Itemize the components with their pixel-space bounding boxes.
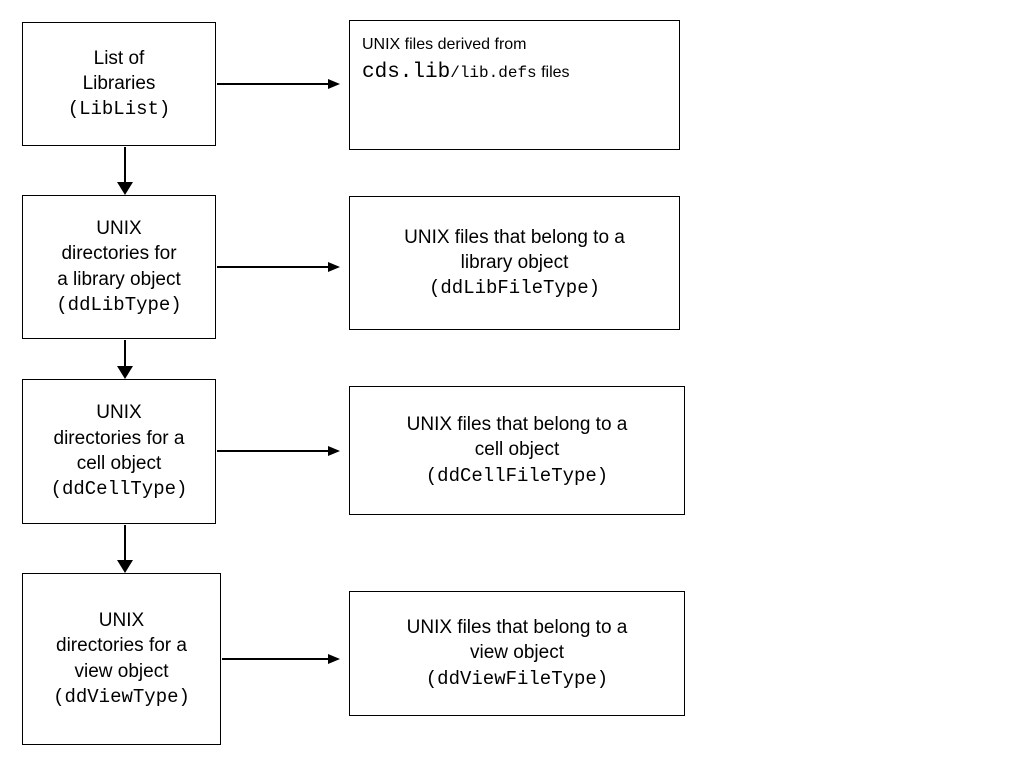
ddcelltype-line2: directories for a <box>53 427 185 449</box>
ddcelltype-line4: (ddCellType) <box>50 478 188 501</box>
ddlibfiletype-line2: library object <box>460 251 569 273</box>
ddviewfiletype-line3: (ddViewFileType) <box>425 667 609 690</box>
liblist-line2: Libraries <box>82 72 156 94</box>
node-ddcelltype: UNIX directories for a cell object (ddCe… <box>22 379 216 524</box>
node-ddviewfiletype-text: UNIX files that belong to a view object … <box>401 615 634 692</box>
node-ddlibtype: UNIX directories for a library object (d… <box>22 195 216 339</box>
node-ddviewtype: UNIX directories for a view object (ddVi… <box>22 573 221 745</box>
ddviewtype-line1: UNIX <box>98 609 145 631</box>
ddcellfiletype-line1: UNIX files that belong to a <box>406 414 628 436</box>
note-separator: / <box>450 64 460 82</box>
ddviewfiletype-line1: UNIX files that belong to a <box>406 617 628 639</box>
arrowhead-down-2 <box>117 366 133 379</box>
ddlibtype-line2: directories for <box>61 243 177 265</box>
ddviewtype-line2: directories for a <box>56 635 187 657</box>
node-ddlibtype-text: UNIX directories for a library object (d… <box>50 216 187 318</box>
ddlibfiletype-line3: (ddLibFileType) <box>428 277 601 300</box>
liblist-line3: (LibList) <box>67 98 171 121</box>
note-mono-cdslib: cds.lib <box>362 61 451 84</box>
node-unix-files-derived-note: UNIX files derived from cds.lib/lib.defs… <box>349 20 680 150</box>
note-line2-tail: files <box>536 64 570 81</box>
node-ddlibfiletype: UNIX files that belong to a library obje… <box>349 196 680 330</box>
note-mono-libdefs: lib.defs <box>459 64 537 82</box>
node-list-of-libraries: List of Libraries (LibList) <box>22 22 216 146</box>
node-ddlibfiletype-text: UNIX files that belong to a library obje… <box>398 225 631 302</box>
node-ddviewtype-text: UNIX directories for a view object (ddVi… <box>47 608 196 710</box>
node-list-of-libraries-text: List of Libraries (LibList) <box>62 46 177 123</box>
liblist-line1: List of <box>93 47 145 69</box>
arrowhead-down-1 <box>117 182 133 195</box>
ddviewtype-line4: (ddViewType) <box>53 685 190 708</box>
node-ddcellfiletype: UNIX files that belong to a cell object … <box>349 386 685 515</box>
node-unix-files-derived-note-text: UNIX files derived from cds.lib/lib.defs… <box>350 21 570 89</box>
ddcelltype-line3: cell object <box>76 453 162 474</box>
ddcellfiletype-line2: cell object <box>474 439 560 461</box>
node-ddviewfiletype: UNIX files that belong to a view object … <box>349 591 685 716</box>
ddlibtype-line4: (ddLibType) <box>56 293 182 316</box>
node-ddcelltype-text: UNIX directories for a cell object (ddCe… <box>45 400 194 502</box>
ddviewfiletype-line2: view object <box>470 642 564 664</box>
ddcelltype-line1: UNIX <box>96 402 142 424</box>
arrowhead-down-3 <box>117 560 133 573</box>
node-ddcellfiletype-text: UNIX files that belong to a cell object … <box>401 412 634 489</box>
ddcellfiletype-line3: (ddCellFileType) <box>425 464 609 487</box>
ddviewtype-line3: view object <box>74 660 169 682</box>
note-line1: UNIX files derived from <box>362 36 527 53</box>
ddlibtype-line3: a library object <box>57 268 181 290</box>
ddlibfiletype-line1: UNIX files that belong to a <box>404 226 625 248</box>
ddlibtype-line1: UNIX <box>96 217 142 239</box>
